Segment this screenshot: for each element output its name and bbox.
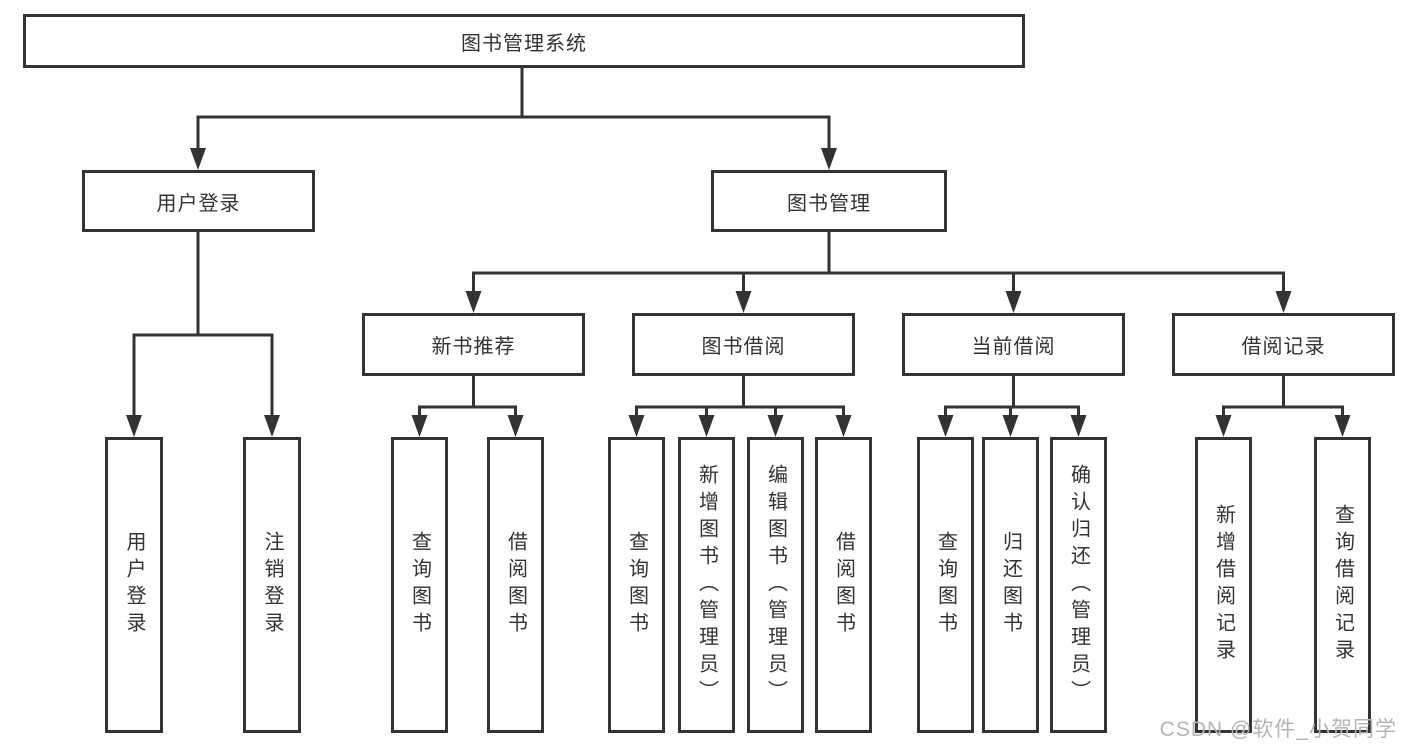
leaf-borrow-books-recommend: 借阅图书 [487, 437, 544, 733]
node-book-borrowing: 图书借阅 [632, 313, 855, 376]
node-library-management-system: 图书管理系统 [23, 14, 1025, 68]
node-label: 查询图书 [625, 531, 648, 639]
node-label: 借阅记录 [1241, 336, 1326, 358]
node-label: 新增图书（管理员） [695, 463, 718, 707]
node-label: 借阅图书 [832, 531, 855, 639]
leaf-edit-books-admin: 编辑图书（管理员） [747, 437, 804, 733]
leaf-user-login: 用户登录 [105, 437, 163, 733]
node-borrowing-records: 借阅记录 [1172, 313, 1395, 376]
leaf-query-books-borrow: 查询图书 [608, 437, 665, 733]
leaf-borrow-books: 借阅图书 [815, 437, 872, 733]
leaf-logout: 注销登录 [243, 437, 301, 733]
node-user-login: 用户登录 [82, 170, 315, 232]
leaf-query-borrow-record: 查询借阅记录 [1314, 437, 1371, 733]
node-label: 图书借阅 [701, 336, 786, 358]
leaf-return-books: 归还图书 [982, 437, 1039, 733]
node-label: 编辑图书（管理员） [764, 463, 787, 707]
node-label: 新增借阅记录 [1212, 504, 1235, 666]
node-label: 图书管理系统 [461, 32, 587, 55]
node-book-management: 图书管理 [711, 170, 947, 232]
node-label: 图书管理 [787, 192, 871, 215]
leaf-add-borrow-record: 新增借阅记录 [1195, 437, 1252, 733]
node-label: 确认归还（管理员） [1067, 463, 1090, 707]
node-label: 新书推荐 [431, 336, 516, 358]
node-label: 用户登录 [156, 192, 241, 215]
node-new-book-recommendation: 新书推荐 [362, 313, 585, 376]
leaf-query-books-recommend: 查询图书 [391, 437, 448, 733]
node-label: 查询图书 [408, 531, 431, 639]
leaf-add-books-admin: 新增图书（管理员） [678, 437, 735, 733]
node-label: 查询图书 [934, 531, 957, 639]
leaf-query-books-current: 查询图书 [917, 437, 974, 733]
csdn-watermark: CSDN @软件_小贺同学 [1159, 718, 1397, 741]
node-label: 查询借阅记录 [1331, 504, 1354, 666]
node-label: 用户登录 [123, 531, 145, 639]
node-label: 借阅图书 [504, 531, 527, 639]
node-current-borrowing: 当前借阅 [902, 313, 1125, 376]
node-label: 注销登录 [261, 531, 283, 639]
leaf-confirm-return-admin: 确认归还（管理员） [1050, 437, 1107, 733]
node-label: 归还图书 [999, 531, 1022, 639]
node-label: 当前借阅 [971, 336, 1056, 358]
